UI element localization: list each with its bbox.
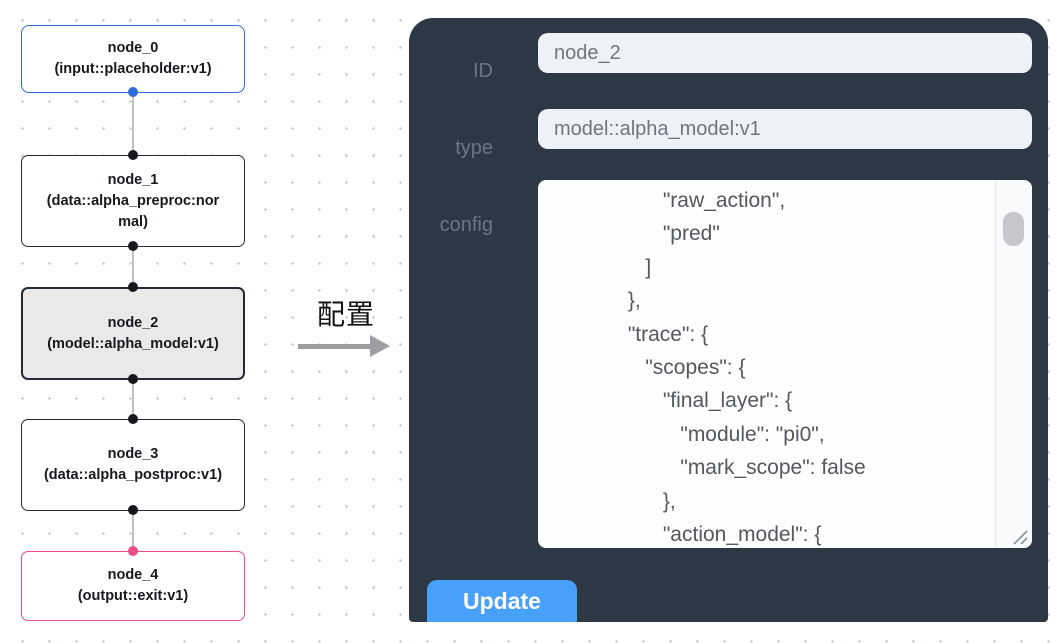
port-node0-output[interactable] xyxy=(128,87,138,97)
id-input[interactable] xyxy=(538,33,1032,73)
node-name: node_0 xyxy=(107,40,159,56)
flow-node-node0[interactable]: node_0 (input::placeholder:v1) xyxy=(21,25,245,93)
update-button[interactable]: Update xyxy=(427,580,577,622)
port-node1-output[interactable] xyxy=(128,241,138,251)
node-type: (input::placeholder:v1) xyxy=(54,61,212,77)
editor-scrollbar-thumb[interactable] xyxy=(1003,212,1024,246)
type-input[interactable] xyxy=(538,109,1032,149)
edge-node1-node2[interactable] xyxy=(132,246,134,288)
node-name: node_3 xyxy=(107,446,159,462)
port-node1-input[interactable] xyxy=(128,150,138,160)
flow-node-node3[interactable]: node_3 (data::alpha_postproc:v1) xyxy=(21,419,245,511)
flow-node-node2-selected[interactable]: node_2 (model::alpha_model:v1) xyxy=(21,287,245,380)
port-node2-input[interactable] xyxy=(128,282,138,292)
node-name: node_2 xyxy=(107,314,159,331)
node-name: node_4 xyxy=(107,567,159,583)
config-field-label: config xyxy=(439,214,493,236)
config-editor[interactable]: "raw_action", "pred" ] }, "trace": { "sc… xyxy=(538,180,1032,548)
config-annotation: 配置 xyxy=(294,300,398,364)
edge-node3-node4[interactable] xyxy=(132,510,134,552)
port-node4-input[interactable] xyxy=(128,546,138,556)
port-node3-output[interactable] xyxy=(128,505,138,515)
flow-node-node4[interactable]: node_4 (output::exit:v1) xyxy=(21,551,245,621)
arrow-shaft xyxy=(298,344,372,349)
arrow-right-icon xyxy=(370,335,390,357)
node-type: (data::alpha_preproc:normal) xyxy=(46,192,220,230)
edge-node2-node3[interactable] xyxy=(132,379,134,420)
edge-node0-node1[interactable] xyxy=(132,92,134,156)
resize-handle-icon[interactable] xyxy=(1011,528,1029,546)
annotation-label: 配置 xyxy=(316,299,375,330)
port-node3-input[interactable] xyxy=(128,414,138,424)
node-type: (output::exit:v1) xyxy=(77,588,189,604)
port-node2-output[interactable] xyxy=(128,374,138,384)
type-field-label: type xyxy=(455,137,493,159)
id-field-label: ID xyxy=(473,60,493,82)
node-type: (model::alpha_model:v1) xyxy=(47,335,219,352)
node-config-panel: ID type config "raw_action", "pred" ] },… xyxy=(409,18,1048,622)
config-json-text: "raw_action", "pred" ] }, "trace": { "sc… xyxy=(627,189,866,547)
flow-node-node1[interactable]: node_1 (data::alpha_preproc:normal) xyxy=(21,155,245,247)
node-name: node_1 xyxy=(107,171,159,188)
editor-scrollbar[interactable] xyxy=(995,180,1032,548)
node-type: (data::alpha_postproc:v1) xyxy=(43,467,223,483)
